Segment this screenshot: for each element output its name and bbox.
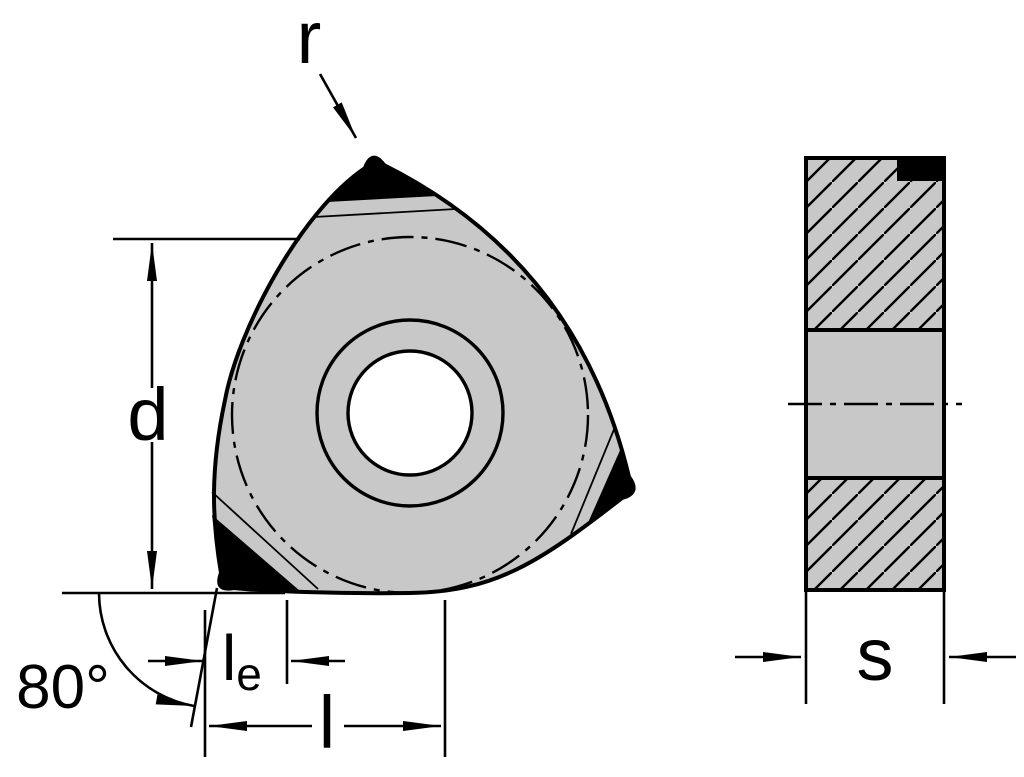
- side-hatch-top: [806, 158, 944, 330]
- edge-length-dimension: le: [148, 600, 345, 700]
- cutting-tip-right: [587, 448, 634, 525]
- corner-radius-label: r: [297, 0, 322, 79]
- corner-angle-label: 80°: [16, 653, 110, 722]
- corner-facet-line-top: [313, 208, 457, 218]
- thickness-dimension: s: [735, 592, 1016, 704]
- insert-outline: [212, 155, 636, 596]
- corner-angle-arc: [97, 592, 195, 708]
- front-view: d r 80° le l: [16, 0, 636, 764]
- d-label: d: [127, 373, 168, 456]
- cutting-tip-top: [327, 157, 437, 202]
- l-label: l: [319, 681, 335, 764]
- corner-radius-leader: [318, 73, 358, 139]
- d-dimension: d: [62, 237, 300, 595]
- cutting-tip-left: [212, 515, 300, 591]
- side-outline: [804, 156, 946, 592]
- corner-angle-dimension: 80°: [16, 587, 219, 728]
- le-label: le: [222, 622, 262, 700]
- corner-facet-line-left: [211, 491, 319, 590]
- corner-radius-callout: r: [297, 0, 358, 139]
- s-label: s: [857, 613, 894, 696]
- side-cutting-tip: [897, 158, 944, 181]
- corner-facet-line-right: [570, 426, 616, 535]
- mounting-hole-bore: [346, 349, 474, 477]
- side-hatch-bottom: [806, 478, 944, 590]
- side-view: s: [735, 156, 1016, 704]
- length-dimension: l: [203, 600, 447, 764]
